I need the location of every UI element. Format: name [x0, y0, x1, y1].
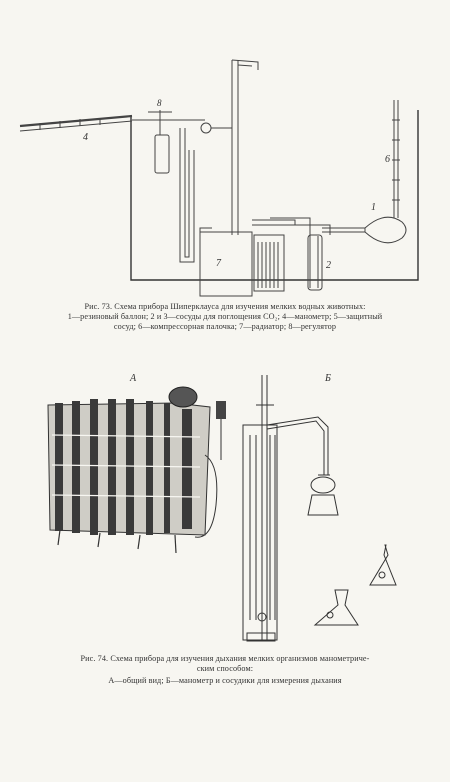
figure-74-diagram: А Б	[47, 373, 397, 642]
figure-73-diagram: 4 8 6 1 7 2	[19, 59, 419, 297]
manometer-with-vessels	[242, 375, 397, 642]
rubber-balloon	[364, 216, 407, 244]
label-2: 2	[326, 260, 331, 271]
label-6: 6	[385, 154, 390, 165]
apparatus-general-view	[47, 386, 226, 554]
figure-74-caption-line: ским способом:	[196, 664, 254, 673]
label-8: 8	[157, 98, 162, 108]
figure-73-caption-line: Рис. 73. Схема прибора Шиперклауса для и…	[84, 302, 366, 311]
label-A: А	[129, 373, 137, 384]
label-7: 7	[216, 258, 222, 269]
label-4: 4	[83, 132, 88, 143]
figure-74-caption-line: Рис. 74. Схема прибора для изучения дыха…	[80, 654, 370, 663]
label-B: Б	[324, 373, 331, 384]
figure-74-caption: Рис. 74. Схема прибора для изучения дыха…	[0, 654, 450, 686]
figure-73-caption: Рис. 73. Схема прибора Шиперклауса для и…	[0, 302, 450, 332]
figure-73-caption-line: сосуд; 6—компрессорная палочка; 7—радиат…	[113, 322, 337, 331]
figure-74-legend: А—общий вид; Б—манометр и сосудики для и…	[108, 676, 342, 685]
label-1: 1	[371, 202, 376, 213]
figure-73-caption-line: 1—резиновый баллон; 2 и 3—сосуды для пог…	[67, 312, 383, 321]
radiator-box	[199, 231, 253, 297]
